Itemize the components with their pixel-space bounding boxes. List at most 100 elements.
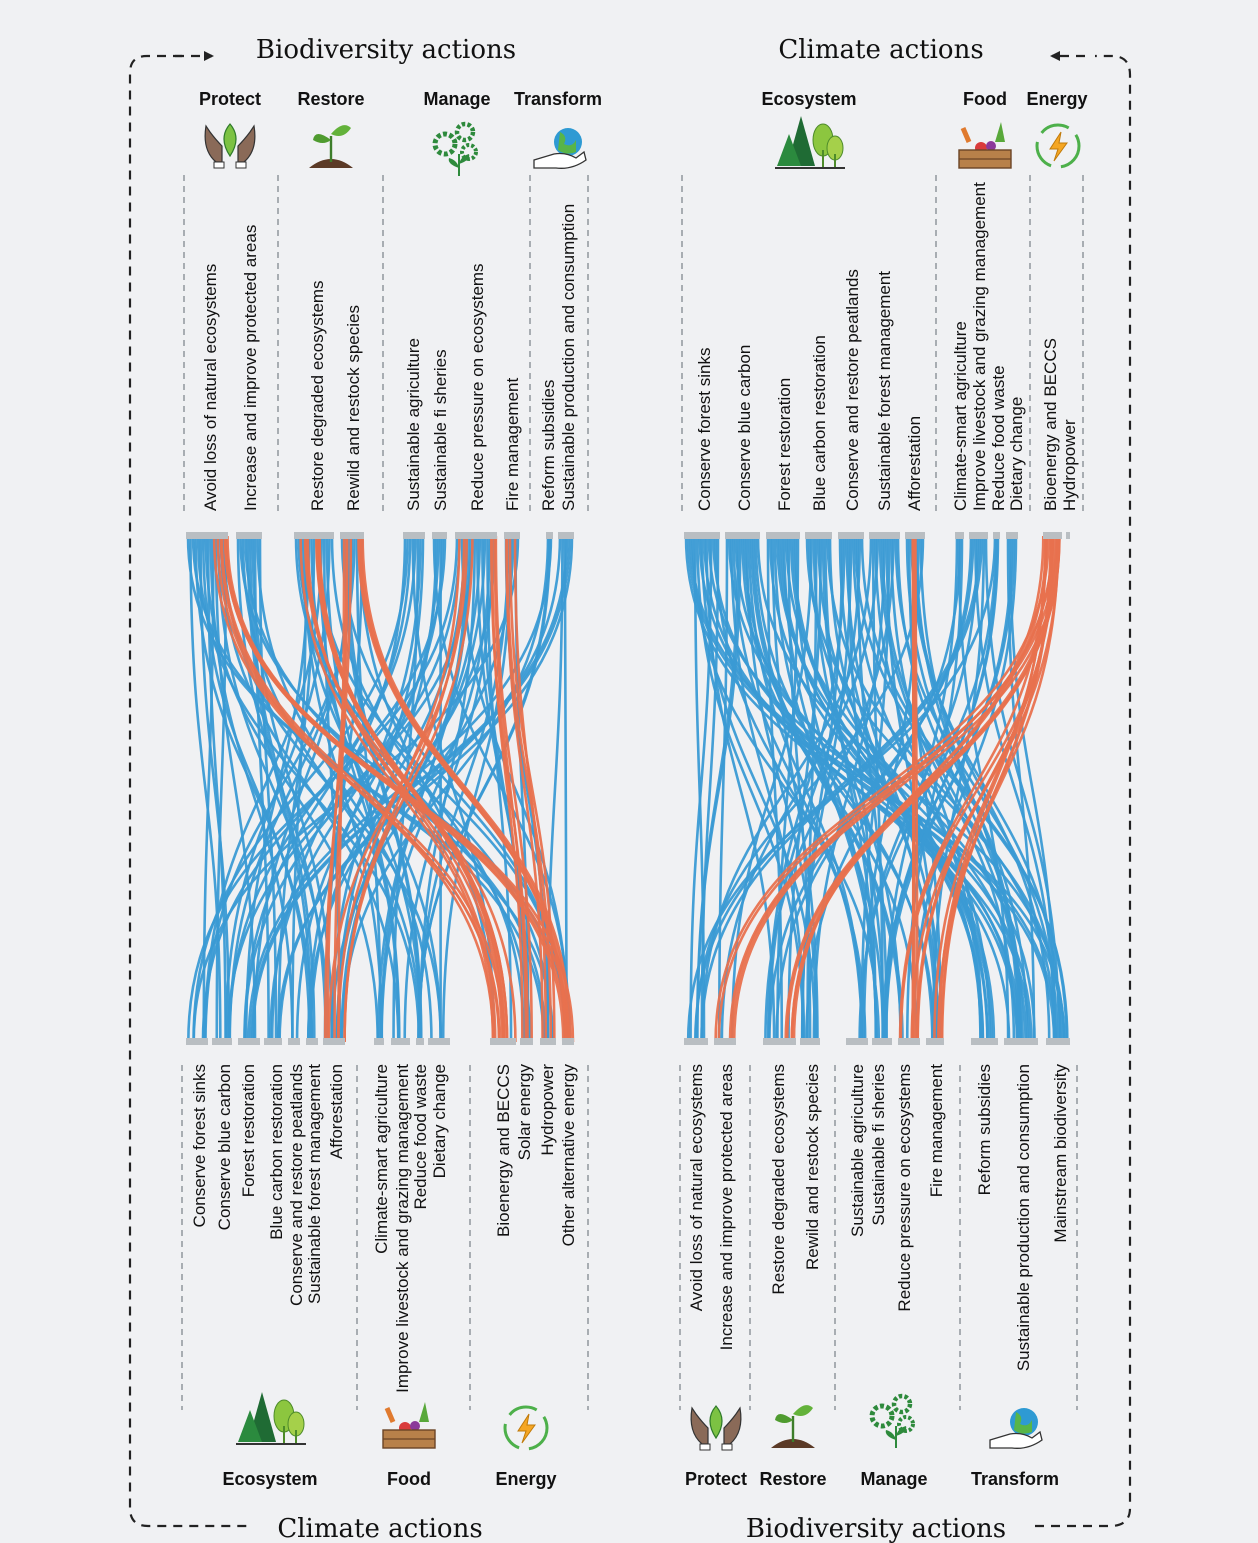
sprout-icon bbox=[309, 125, 353, 168]
node-bar bbox=[905, 532, 925, 539]
synergy-ribbon bbox=[276, 535, 574, 1043]
synergy-ribbon bbox=[717, 535, 729, 1043]
node-bar bbox=[416, 1038, 424, 1045]
action-label: Reduce pressure on ecosystems bbox=[468, 263, 487, 511]
node-bar bbox=[504, 532, 520, 539]
synergy-ribbon bbox=[330, 535, 515, 1043]
action-label: Reform subsidies bbox=[539, 380, 558, 511]
action-label: Fire management bbox=[927, 1064, 946, 1198]
synergy-ribbon bbox=[689, 535, 713, 1043]
action-label: Hydropower bbox=[1060, 419, 1079, 511]
node-bar bbox=[714, 1038, 736, 1045]
synergy-ribbon bbox=[745, 535, 818, 1043]
right-top-action-labels: Conserve forest sinks Conserve blue carb… bbox=[695, 182, 1079, 511]
tradeoff-ribbon bbox=[357, 535, 568, 1043]
category-manage: Manage bbox=[860, 1469, 927, 1489]
category-ecosystem: Ecosystem bbox=[222, 1469, 317, 1489]
left-top-action-labels: Avoid loss of natural ecosystems Increas… bbox=[201, 204, 578, 511]
tradeoff-ribbon bbox=[359, 535, 570, 1043]
right-top-title: Climate actions bbox=[778, 35, 983, 65]
synergy-ribbon bbox=[700, 535, 720, 1043]
node-bar bbox=[490, 1038, 516, 1045]
action-label: Reduce pressure on ecosystems bbox=[895, 1064, 914, 1312]
synergy-ribbon bbox=[460, 535, 570, 1043]
action-label: Reduce food waste bbox=[989, 365, 1008, 511]
action-label: Afforestation bbox=[905, 416, 924, 511]
hand-globe-icon bbox=[989, 1408, 1043, 1449]
action-label: Solar energy bbox=[515, 1064, 534, 1161]
category-ecosystem: Ecosystem bbox=[761, 89, 856, 109]
gears-plant-icon bbox=[432, 121, 478, 176]
node-bar bbox=[800, 1038, 820, 1045]
node-bar bbox=[455, 532, 497, 539]
node-bar bbox=[971, 1038, 998, 1045]
synergy-ribbon bbox=[224, 535, 331, 1043]
action-label: Fire management bbox=[503, 377, 522, 511]
right-bottom-title: Biodiversity actions bbox=[746, 1514, 1006, 1543]
action-label: Conserve and restore peatlands bbox=[843, 269, 862, 511]
right-bottom-action-labels: Avoid loss of natural ecosystems Increas… bbox=[687, 1064, 1070, 1372]
synergy-ribbon bbox=[919, 535, 1020, 1043]
synergy-ribbon bbox=[243, 535, 461, 1043]
node-bar bbox=[562, 1038, 574, 1045]
node-bar bbox=[340, 532, 364, 539]
synergy-ribbon bbox=[258, 535, 278, 1043]
synergy-ribbon bbox=[764, 535, 895, 1043]
tradeoff-ribbon bbox=[223, 535, 565, 1043]
synergy-ribbon bbox=[847, 535, 878, 1043]
node-bar bbox=[212, 1038, 232, 1045]
synergy-ribbon bbox=[693, 535, 981, 1043]
hands-leaf-icon bbox=[690, 1405, 742, 1451]
category-food: Food bbox=[387, 1469, 431, 1489]
action-label: Sustainable production and consumption bbox=[1014, 1064, 1033, 1371]
node-bar bbox=[186, 1038, 208, 1045]
synergy-ribbon bbox=[199, 535, 231, 1043]
node-bar bbox=[993, 532, 1000, 539]
synergy-ribbon bbox=[417, 535, 552, 1043]
synergy-ribbon bbox=[821, 535, 886, 1043]
node-bar bbox=[869, 532, 900, 539]
action-label: Restore degraded ecosystems bbox=[308, 280, 327, 511]
vegetable-crate-icon bbox=[382, 1402, 436, 1449]
vegetable-crate-icon bbox=[958, 122, 1012, 169]
tradeoff-ribbon bbox=[220, 535, 505, 1043]
tradeoff-ribbon bbox=[937, 535, 1047, 1043]
node-bar bbox=[1004, 1038, 1038, 1045]
hands-leaf-icon bbox=[204, 123, 256, 169]
tradeoff-ribbon bbox=[326, 535, 349, 1043]
action-label: Sustainable production and consumption bbox=[559, 204, 578, 511]
synergy-ribbon bbox=[694, 535, 925, 1043]
action-label: Other alternative energy bbox=[559, 1064, 578, 1247]
tradeoff-ribbon bbox=[494, 535, 533, 1043]
action-label: Avoid loss of natural ecosystems bbox=[201, 264, 220, 511]
action-label: Bioenergy and BECCS bbox=[494, 1064, 513, 1237]
action-label: Increase and improve protected areas bbox=[717, 1064, 736, 1350]
synergy-ribbon bbox=[686, 535, 997, 1043]
synergy-ribbon bbox=[787, 535, 823, 1043]
action-label: Blue carbon restoration bbox=[267, 1064, 286, 1240]
synergy-ribbon bbox=[871, 535, 884, 1043]
action-label: Improve livestock and grazing management bbox=[970, 182, 989, 511]
gears-plant-icon bbox=[869, 1393, 915, 1448]
node-bar bbox=[323, 1038, 345, 1045]
action-label: Improve livestock and grazing management bbox=[393, 1064, 412, 1393]
synergy-ribbon bbox=[192, 535, 409, 1043]
node-bar bbox=[763, 1038, 796, 1045]
node-bar bbox=[238, 1038, 260, 1045]
action-label: Reduce food waste bbox=[411, 1064, 430, 1210]
tradeoff-ribbon bbox=[730, 535, 1054, 1043]
action-label: Increase and improve protected areas bbox=[241, 225, 260, 511]
category-transform: Transform bbox=[514, 89, 602, 109]
trees-icon bbox=[775, 116, 845, 169]
category-food: Food bbox=[963, 89, 1007, 109]
left-top-title: Biodiversity actions bbox=[256, 35, 516, 65]
left-bottom-title: Climate actions bbox=[277, 1514, 482, 1543]
node-bar bbox=[520, 1038, 533, 1045]
synergy-ribbon bbox=[858, 535, 998, 1043]
synergy-ribbon bbox=[206, 535, 227, 1043]
node-bar bbox=[391, 1038, 410, 1045]
node-bar bbox=[1043, 532, 1062, 539]
synergy-ribbon bbox=[248, 535, 316, 1043]
